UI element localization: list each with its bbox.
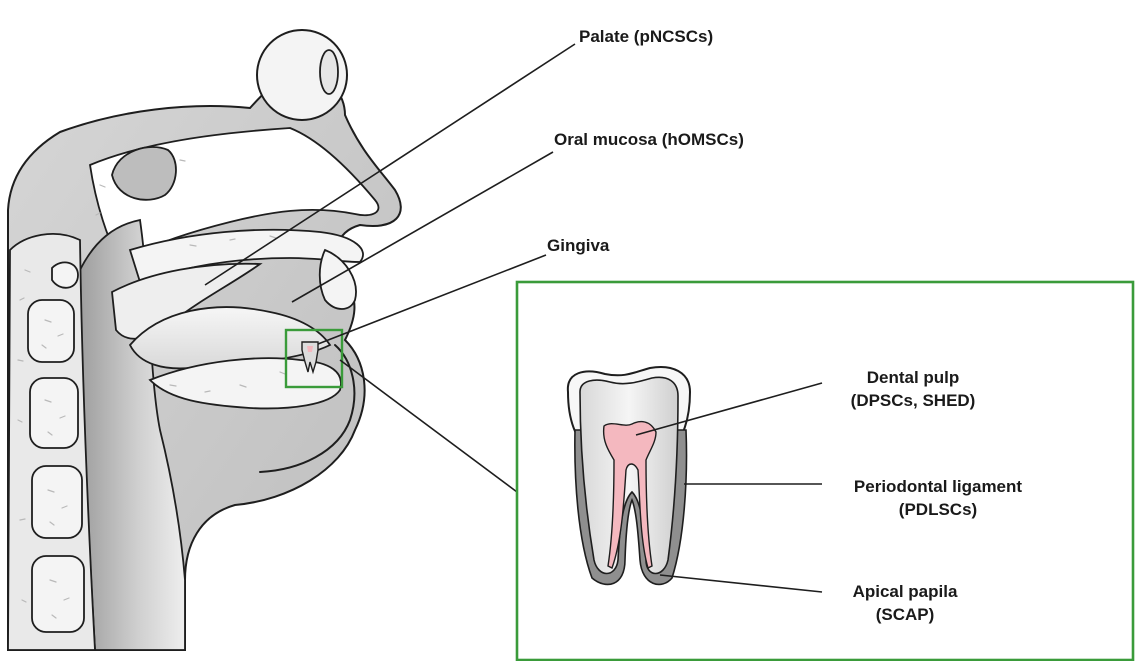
eye-lens — [320, 50, 338, 94]
label-periodontal: Periodontal ligament — [854, 477, 1022, 496]
atlas — [52, 262, 78, 287]
label-apical: Apical papila — [853, 582, 958, 601]
label-dental-pulp-cells: (DPSCs, SHED) — [851, 391, 976, 410]
zoom-connector-top — [340, 360, 517, 492]
vertebra — [32, 556, 84, 632]
label-periodontal-cells: (PDLSCs) — [899, 500, 977, 519]
vertebra — [32, 466, 82, 538]
label-oral-mucosa: Oral mucosa (hOMSCs) — [554, 130, 744, 149]
label-gingiva: Gingiva — [547, 236, 610, 255]
label-apical-cells: (SCAP) — [876, 605, 935, 624]
label-palate: Palate (pNCSCs) — [579, 27, 713, 46]
label-dental-pulp: Dental pulp — [867, 368, 960, 387]
vertebra — [28, 300, 74, 362]
vertebra — [30, 378, 78, 448]
